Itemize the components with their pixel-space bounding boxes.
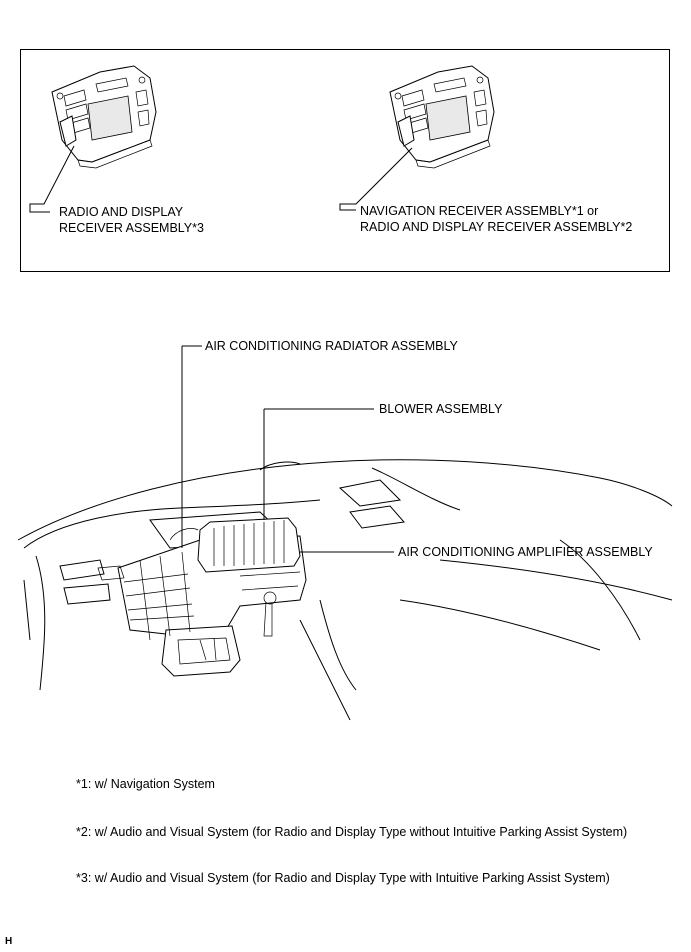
amplifier-assembly-callout: AIR CONDITIONING AMPLIFIER ASSEMBLY — [398, 545, 653, 559]
radiator-leader-line — [181, 345, 202, 548]
hvac-unit-illustration — [97, 517, 307, 677]
radio-display-receiver-illustration — [51, 65, 157, 169]
receiver-panel-frame — [20, 49, 670, 272]
radiator-assembly-callout: AIR CONDITIONING RADIATOR ASSEMBLY — [205, 339, 458, 353]
radio-leader-line — [29, 145, 75, 213]
footnote-2: *2: w/ Audio and Visual System (for Radi… — [76, 825, 628, 839]
footnote-3: *3: w/ Audio and Visual System (for Radi… — [76, 871, 610, 885]
navigation-receiver-label-line2: RADIO AND DISPLAY RECEIVER ASSEMBLY*2 — [360, 220, 633, 234]
dashboard-outline-illustration — [17, 459, 673, 721]
radio-receiver-label-line1: RADIO AND DISPLAY — [59, 205, 184, 219]
navigation-leader-line — [339, 147, 413, 211]
navigation-receiver-illustration — [389, 65, 495, 169]
footer-mark: H — [5, 936, 13, 947]
blower-assembly-callout: BLOWER ASSEMBLY — [379, 402, 503, 416]
radio-receiver-label-line2: RECEIVER ASSEMBLY*3 — [59, 221, 204, 235]
navigation-receiver-label-line1: NAVIGATION RECEIVER ASSEMBLY*1 or — [360, 204, 599, 218]
footnote-1: *1: w/ Navigation System — [76, 777, 215, 791]
blower-leader-line — [263, 408, 374, 520]
